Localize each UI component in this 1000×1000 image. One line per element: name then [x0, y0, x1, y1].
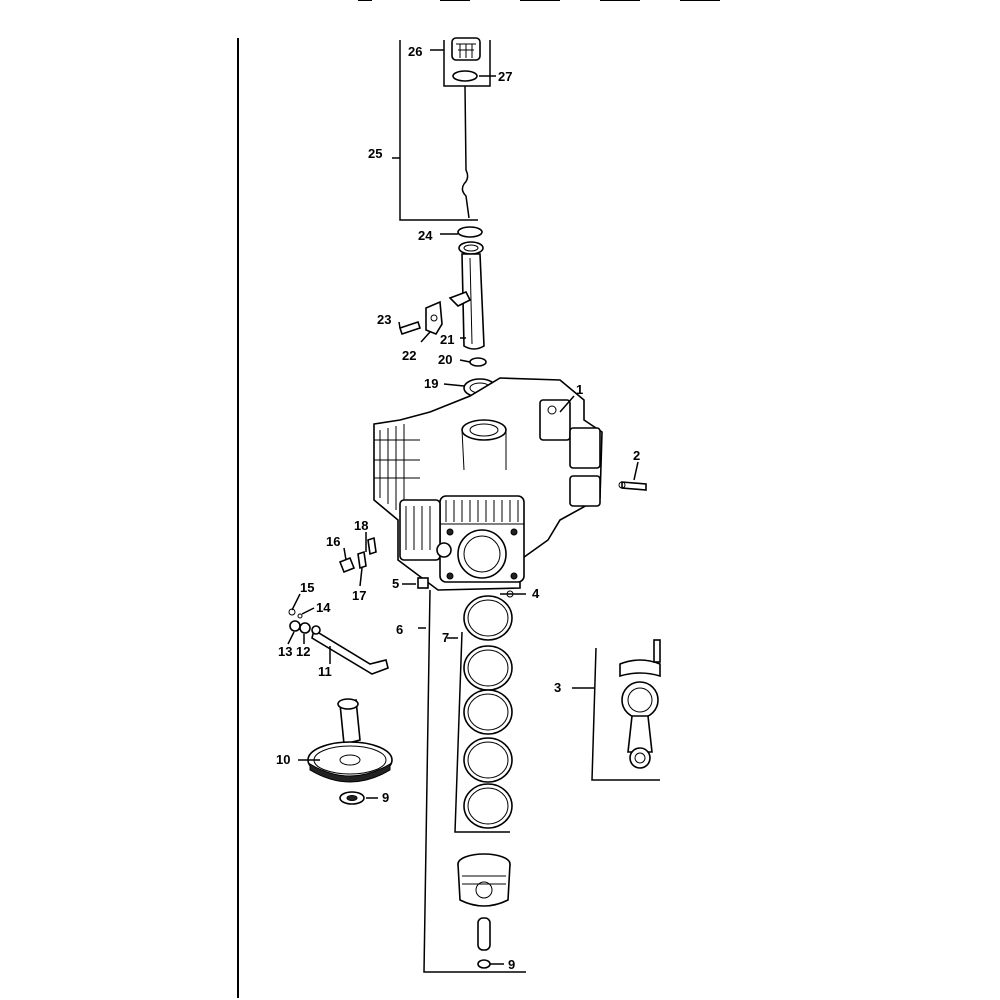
- callout-26: 26: [408, 44, 422, 59]
- callout-22: 22: [402, 348, 416, 363]
- governor-shaft: [288, 608, 389, 675]
- callout-20: 20: [438, 352, 452, 367]
- callout-16: 16: [326, 534, 340, 549]
- tube-o-ring: [469, 357, 487, 367]
- callout-18: 18: [354, 518, 368, 533]
- callout-5: 5: [392, 576, 399, 591]
- camshaft-gear: [307, 698, 393, 783]
- callout-25: 25: [368, 146, 382, 161]
- callout-2: 2: [633, 448, 640, 463]
- washer: [339, 791, 365, 805]
- breather-pin: [618, 481, 647, 491]
- callout-1: 1: [576, 382, 583, 397]
- callout-19: 19: [424, 376, 438, 391]
- callout-10: 10: [276, 752, 290, 767]
- callout-14: 14: [316, 600, 331, 615]
- callout-9-retainer: 9: [508, 957, 515, 972]
- callout-6: 6: [396, 622, 403, 637]
- bracket-screw: [398, 320, 422, 336]
- plug: [417, 577, 429, 589]
- callout-23: 23: [377, 312, 391, 327]
- callout-24: 24: [418, 228, 433, 243]
- piston-rings: [463, 595, 513, 829]
- callout-13: 13: [278, 644, 292, 659]
- callout-27: 27: [498, 69, 512, 84]
- crankcase-block: [373, 377, 603, 591]
- callout-12: 12: [296, 644, 310, 659]
- callout-9-washer: 9: [382, 790, 389, 805]
- callout-4: 4: [532, 586, 540, 601]
- callout-11: 11: [318, 664, 332, 679]
- callout-7: 7: [442, 630, 449, 645]
- callout-21: 21: [440, 332, 454, 347]
- callout-labels: 26 27 25 24 23 22 21 20 19 1 2 18 16 17 …: [276, 44, 640, 972]
- piston-group-bracket: [418, 589, 526, 973]
- o-ring: [452, 70, 478, 82]
- dipstick-assembly: [392, 37, 491, 238]
- dipstick-tube: [458, 241, 487, 367]
- callout-15: 15: [300, 580, 314, 595]
- dipstick-cap: [451, 37, 481, 61]
- callout-17: 17: [352, 588, 366, 603]
- leader-lines: [287, 49, 639, 965]
- small-fittings: [338, 536, 377, 574]
- piston-pin: [477, 917, 491, 951]
- callout-3: 3: [554, 680, 561, 695]
- tube-bracket: [398, 290, 472, 343]
- connecting-rod-bracket: [572, 647, 660, 781]
- connecting-rod: [619, 639, 661, 769]
- piston: [457, 853, 511, 907]
- dipstick-rod: [461, 85, 470, 219]
- o-ring-24: [457, 226, 483, 238]
- pin-retainer: [477, 959, 491, 969]
